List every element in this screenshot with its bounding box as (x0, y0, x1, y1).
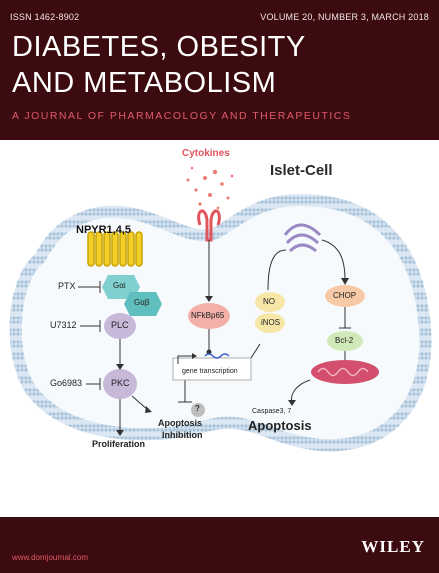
unknown-factor-icon (191, 403, 205, 417)
bcl2-label: Bcl-2 (335, 336, 354, 345)
issn: ISSN 1462-8902 (10, 12, 80, 22)
pkc-shape (103, 369, 137, 399)
journal-subtitle: A JOURNAL OF PHARMACOLOGY AND THERAPEUTI… (12, 110, 352, 122)
pkc-label: PKC (111, 378, 130, 388)
islet-cell-label: Islet-Cell (270, 162, 333, 179)
journal-website: www.domjournal.com (12, 553, 89, 562)
volume-info: VOLUME 20, NUMBER 3, MARCH 2018 (260, 12, 429, 22)
cover-footer (0, 517, 439, 573)
apoptosis-label: Apoptosis (248, 418, 312, 433)
g-beta-shape (124, 292, 162, 316)
apoptosis-inhibition-label-1: Apoptosis (158, 418, 202, 428)
gene-transcription-label: gene transcription (182, 368, 238, 375)
nfkb-shape (188, 303, 230, 329)
question-mark-label: ? (195, 404, 200, 413)
g-beta-label: Gαβ (134, 298, 150, 307)
caspase-label: Caspase3, 7 (252, 408, 292, 415)
receptor-label: NPYR1,4,5 (76, 224, 132, 236)
cover-header: ISSN 1462-8902 VOLUME 20, NUMBER 3, MARC… (0, 0, 439, 140)
no-label: NO (263, 297, 275, 306)
cytokine-dots (186, 166, 234, 210)
g-alpha-label: Gαi (113, 281, 126, 290)
journal-title-line2: AND METABOLISM (12, 67, 277, 99)
inos-label: iNOS (261, 318, 281, 327)
plc-label: PLC (111, 320, 129, 330)
go6983-label: Go6983 (50, 378, 83, 388)
inos-shape (255, 313, 285, 333)
mitochondria-icon (311, 360, 379, 384)
chop-shape (325, 285, 365, 307)
bcl2-shape (327, 331, 363, 351)
apoptosis-inhibition-label-2: Inhibition (162, 430, 203, 440)
publisher-logo: WILEY (361, 537, 425, 556)
ptx-label: PTX (58, 281, 76, 291)
no-shape (255, 292, 285, 312)
cytokines-label: Cytokines (182, 148, 230, 159)
chop-label: CHOP (333, 291, 357, 300)
plc-shape (104, 313, 136, 339)
receptor-icon (87, 231, 143, 267)
pathway-diagram (9, 166, 432, 452)
proliferation-label: Proliferation (92, 439, 146, 449)
gene-transcription-box (172, 357, 252, 381)
nfkb-label: NFkBp65 (191, 311, 225, 320)
er-icon (283, 223, 322, 253)
journal-title-line1: DIABETES, OBESITY (12, 31, 306, 63)
cover-illustration: Cytokines Islet-Cell NPYR1,4,5 PTX Gαi G… (0, 140, 439, 517)
u7312-label: U7312 (50, 320, 77, 330)
